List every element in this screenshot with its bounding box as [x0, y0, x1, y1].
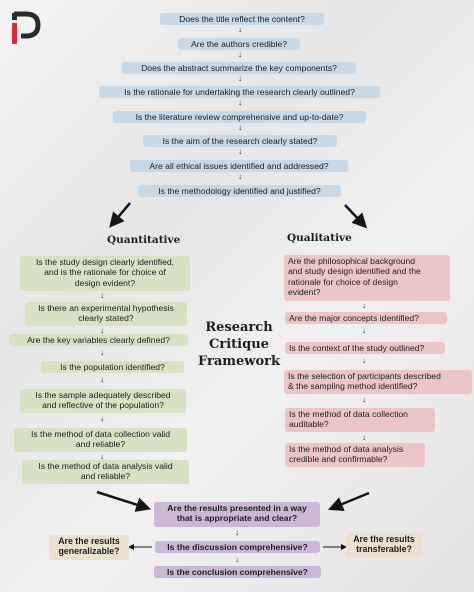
question-literature: Is the literature review comprehensive a…: [113, 111, 366, 124]
question-title: Does the title reflect the content?: [160, 13, 324, 26]
down-arrow-icon: ↓: [238, 50, 242, 59]
quantitative-sample: Is the sample adequately described and r…: [20, 389, 186, 413]
question-ethics: Are all ethical issues identified and ad…: [130, 160, 348, 173]
quantitative-design: Is the study design clearly identified, …: [20, 256, 190, 291]
qualitative-philosophy: Are the philosophical background and stu…: [284, 255, 450, 301]
arrow-from-quantitative: [96, 490, 152, 512]
quantitative-data-analysis: Is the method of data analysis valid and…: [22, 460, 189, 484]
down-arrow-icon: ↓: [100, 291, 104, 300]
down-arrow-icon: ↓: [235, 528, 239, 537]
down-arrow-icon: ↓: [362, 433, 366, 442]
qualitative-participants: Is the selection of participants describ…: [284, 370, 472, 394]
quantitative-population: Is the population identified?: [41, 361, 184, 374]
down-arrow-icon: ↓: [238, 147, 242, 156]
down-arrow-icon: ↓: [362, 326, 366, 335]
results-presented: Are the results presented in a way that …: [154, 502, 320, 527]
down-arrow-icon: ↓: [100, 414, 104, 423]
qualitative-data-analysis: Is the method of data analysis credible …: [285, 443, 425, 467]
down-arrow-icon: ↓: [362, 356, 366, 365]
framework-title: Research Critique Framework: [197, 320, 281, 369]
question-authors: Are the authors credible?: [178, 38, 300, 51]
down-arrow-icon: ↓: [362, 395, 366, 404]
quantitative-data-collection: Is the method of data collection valid a…: [14, 428, 187, 452]
conclusion-comprehensive: Is the conclusion comprehensive?: [154, 566, 321, 579]
discussion-comprehensive: Is the discussion comprehensive?: [155, 541, 320, 554]
question-abstract: Does the abstract summarize the key comp…: [122, 62, 356, 75]
quantitative-heading: Quantitative: [107, 234, 181, 246]
question-rationale: Is the rationale for undertaking the res…: [99, 86, 380, 99]
down-arrow-icon: ↓: [238, 172, 242, 181]
qualitative-data-collection: Is the method of data collection auditab…: [285, 408, 435, 432]
qualitative-heading: Qualitative: [287, 232, 352, 244]
down-arrow-icon: ↓: [235, 555, 239, 564]
down-arrow-icon: ↓: [100, 326, 104, 335]
down-arrow-icon: ↓: [100, 452, 104, 461]
quantitative-variables: Are the key variables clearly defined?: [9, 334, 188, 347]
brand-logo-icon: [12, 11, 41, 44]
question-methodology: Is the methodology identified and justif…: [138, 185, 341, 198]
down-arrow-icon: ↓: [238, 25, 242, 34]
down-arrow-icon: ↓: [238, 123, 242, 132]
arrow-to-qualitative: [344, 204, 368, 229]
down-arrow-icon: ↓: [100, 348, 104, 357]
results-transferable: Are the results transferable?: [346, 533, 422, 558]
down-arrow-icon: ↓: [100, 375, 104, 384]
arrow-from-qualitative: [328, 491, 370, 512]
quantitative-hypothesis: Is there an experimental hypothesis clea…: [25, 302, 187, 326]
down-arrow-icon: ↓: [362, 301, 366, 310]
arrow-to-quantitative: [109, 202, 131, 228]
down-arrow-icon: ↓: [238, 74, 242, 83]
results-generalizable: Are the results generalizable?: [49, 535, 129, 560]
question-aim: Is the aim of the research clearly state…: [143, 135, 337, 148]
qualitative-concepts: Are the major concepts identified?: [285, 312, 447, 325]
down-arrow-icon: ↓: [238, 98, 242, 107]
qualitative-context: Is the context of the study outlined?: [285, 342, 445, 355]
